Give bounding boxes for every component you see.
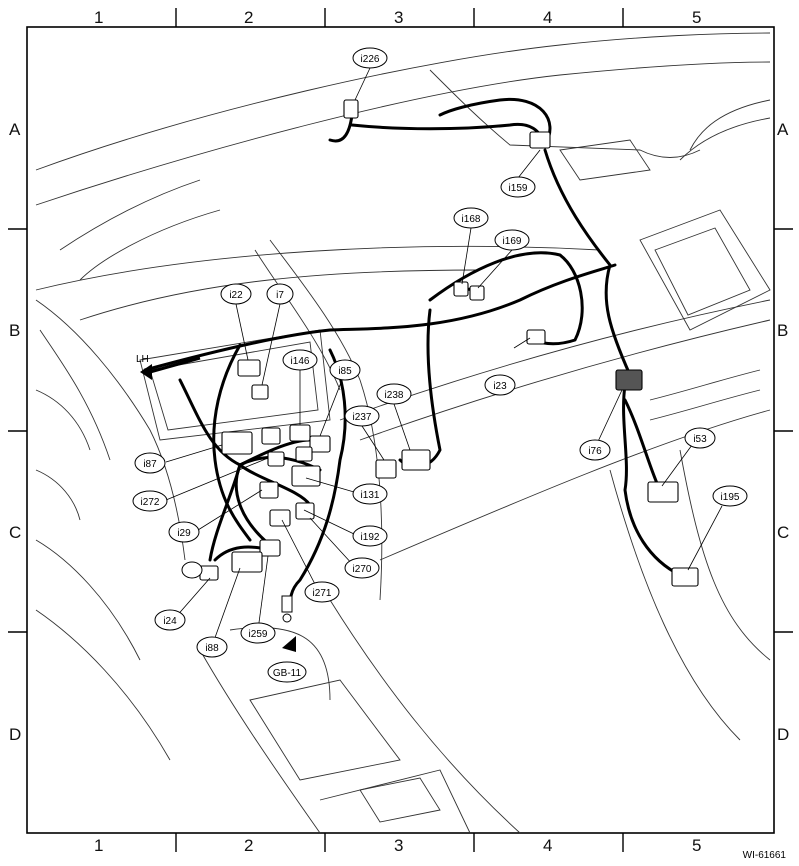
callout-i131: i131: [352, 483, 388, 505]
callout-i85-label: i85: [338, 366, 352, 377]
callout-i270: i270: [344, 557, 380, 579]
dashboard-outline: [35, 32, 771, 834]
callout-i7: i7: [266, 283, 294, 305]
callout-i146-label: i146: [291, 356, 310, 367]
callout-i195-label: i195: [721, 492, 740, 503]
callout-i131-label: i131: [361, 490, 380, 501]
callout-i76-label: i76: [588, 446, 602, 457]
callout-i169-label: i169: [503, 236, 522, 247]
callout-i238-label: i238: [385, 390, 404, 401]
callout-i29-label: i29: [177, 528, 191, 539]
callout-i29: i29: [168, 521, 200, 543]
callout-i272-label: i272: [141, 497, 160, 508]
callout-i159-label: i159: [509, 183, 528, 194]
figure-id: WI-61661: [743, 850, 787, 861]
callout-i259-label: i259: [249, 629, 268, 640]
grid-col-top-4: 4: [543, 8, 552, 27]
grid-row-left-c: C: [9, 523, 21, 542]
callout-i192: i192: [352, 525, 388, 547]
connectors: [181, 99, 699, 587]
callout-gb11-label: GB-11: [273, 668, 302, 679]
lh-label: LH: [136, 354, 149, 365]
grid-row-right-c: C: [777, 523, 789, 542]
callout-i272: i272: [132, 490, 168, 512]
callout-i53-label: i53: [693, 434, 707, 445]
callout-i87: i87: [134, 452, 166, 474]
diagram-frame: [8, 8, 793, 852]
callout-i24-label: i24: [163, 616, 177, 627]
callout-i85: i85: [329, 359, 361, 381]
grid-row-right-a: A: [777, 120, 789, 139]
callout-gb11: GB-11: [267, 661, 307, 683]
grid-col-top-2: 2: [244, 8, 253, 27]
callout-i24: i24: [154, 609, 186, 631]
grid-row-left-b: B: [9, 321, 20, 340]
lh-arrow: [140, 356, 201, 380]
callout-i168-label: i168: [462, 214, 481, 225]
grid-col-top-3: 3: [394, 8, 403, 27]
ground-bolt-gb11: [281, 595, 296, 652]
callout-i7-label: i7: [276, 290, 284, 301]
callout-i76: i76: [579, 439, 611, 461]
callout-i23: i23: [484, 374, 516, 396]
callout-i22-label: i22: [229, 290, 243, 301]
callout-i226-label: i226: [361, 54, 380, 65]
callout-i88: i88: [196, 636, 228, 658]
grid-row-left-a: A: [9, 120, 21, 139]
callout-i168: i168: [453, 207, 489, 229]
callout-i271-label: i271: [313, 588, 332, 599]
wiring-harness: [143, 97, 682, 612]
grid-row-right-b: B: [777, 321, 788, 340]
callout-i238: i238: [376, 383, 412, 405]
grid-col-bottom-5: 5: [692, 836, 701, 855]
callout-i271: i271: [304, 581, 340, 603]
callout-i259: i259: [240, 622, 276, 644]
callout-i87-label: i87: [143, 459, 157, 470]
grid-row-right-d: D: [777, 725, 789, 744]
callout-i237: i237: [344, 405, 380, 427]
callout-i159: i159: [500, 176, 536, 198]
grid-col-bottom-4: 4: [543, 836, 552, 855]
grid-col-top-1: 1: [94, 8, 103, 27]
callout-i195: i195: [712, 485, 748, 507]
grid-col-bottom-2: 2: [244, 836, 253, 855]
grid-col-bottom-1: 1: [94, 836, 103, 855]
callout-i53: i53: [684, 427, 716, 449]
callout-i169: i169: [494, 229, 530, 251]
callout-i226: i226: [352, 47, 388, 69]
callout-i88-label: i88: [205, 643, 219, 654]
grid-col-bottom-3: 3: [394, 836, 403, 855]
callout-i146: i146: [282, 349, 318, 371]
callout-i192-label: i192: [361, 532, 380, 543]
callout-i23-label: i23: [493, 381, 507, 392]
grid-row-left-d: D: [9, 725, 21, 744]
callout-i237-label: i237: [353, 412, 372, 423]
callout-i22: i22: [220, 283, 252, 305]
leader-lines: [165, 67, 723, 647]
grid-col-top-5: 5: [692, 8, 701, 27]
callout-i270-label: i270: [353, 564, 372, 575]
